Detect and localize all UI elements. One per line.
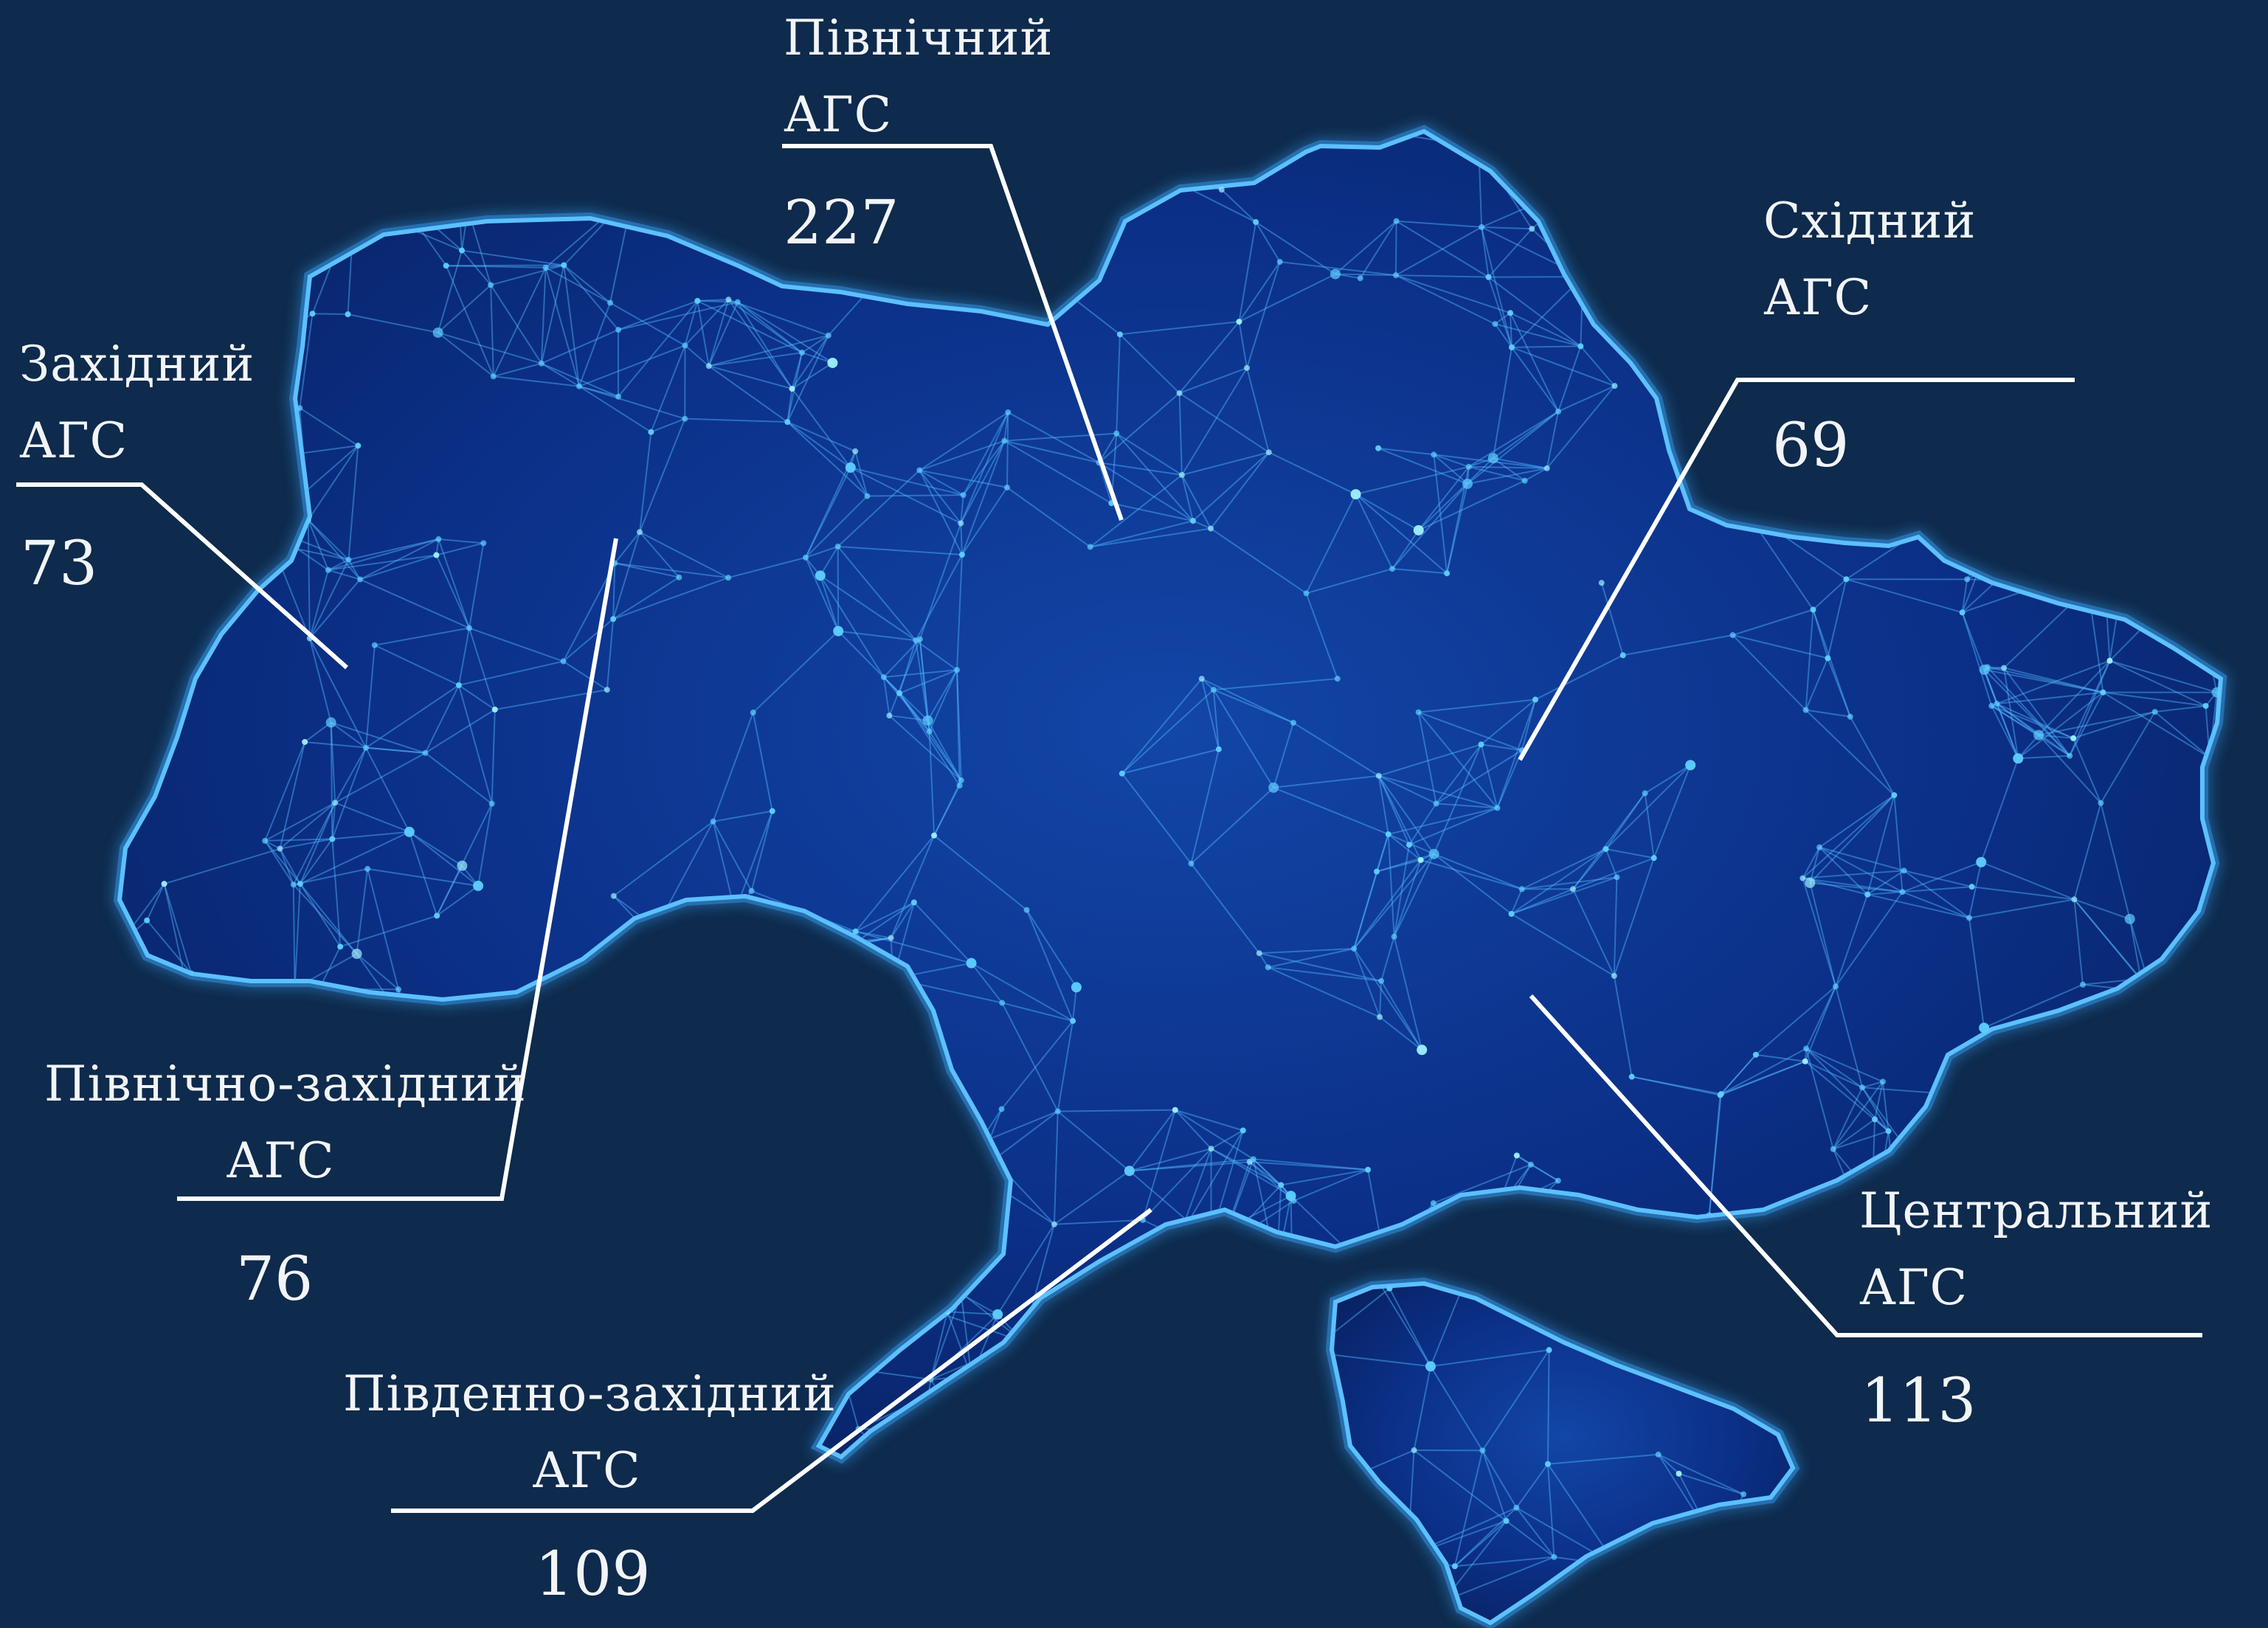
- region-label-central: Центральний АГС: [1859, 1173, 2213, 1326]
- leader-line-central: [1529, 994, 2202, 1337]
- leader-line-northwestern: [177, 538, 618, 1201]
- crimea-peninsula: [1329, 1281, 1796, 1626]
- region-kind: АГС: [532, 1442, 641, 1499]
- region-kind: АГС: [226, 1132, 335, 1189]
- region-label-northern: Північний АГС: [784, 0, 1054, 153]
- map-territory: [117, 128, 2224, 1460]
- leader-line-western: [16, 482, 348, 670]
- region-name: Північно-західний: [44, 1056, 527, 1112]
- region-count-northwestern: 76: [236, 1244, 314, 1314]
- region-kind: АГС: [1763, 269, 1873, 326]
- region-count-northern: 227: [784, 188, 899, 258]
- region-name: Західний: [19, 336, 255, 392]
- leader-line-eastern: [1518, 378, 2075, 761]
- leader-line-northern: [782, 144, 1124, 521]
- region-label-western: Західний АГС: [19, 326, 255, 479]
- region-kind: АГС: [19, 412, 128, 469]
- region-label-northwestern: Північно-західний АГС: [44, 1046, 527, 1199]
- region-count-western: 73: [21, 529, 98, 599]
- region-kind: АГС: [1859, 1259, 1968, 1316]
- region-count-eastern: 69: [1772, 411, 1850, 481]
- region-kind: АГС: [784, 86, 893, 143]
- region-count-central: 113: [1861, 1366, 1977, 1436]
- region-label-eastern: Східний АГС: [1763, 183, 1976, 336]
- crimea-territory: [1329, 1281, 1796, 1626]
- region-name: Південно-західний: [343, 1365, 837, 1422]
- region-count-southwestern: 109: [535, 1539, 651, 1610]
- region-name: Північний: [784, 10, 1054, 66]
- region-label-southwestern: Південно-західний АГС: [343, 1356, 837, 1509]
- region-name: Східний: [1763, 193, 1977, 249]
- region-name: Центральний: [1859, 1182, 2213, 1239]
- leader-line-southwestern: [391, 1208, 1152, 1513]
